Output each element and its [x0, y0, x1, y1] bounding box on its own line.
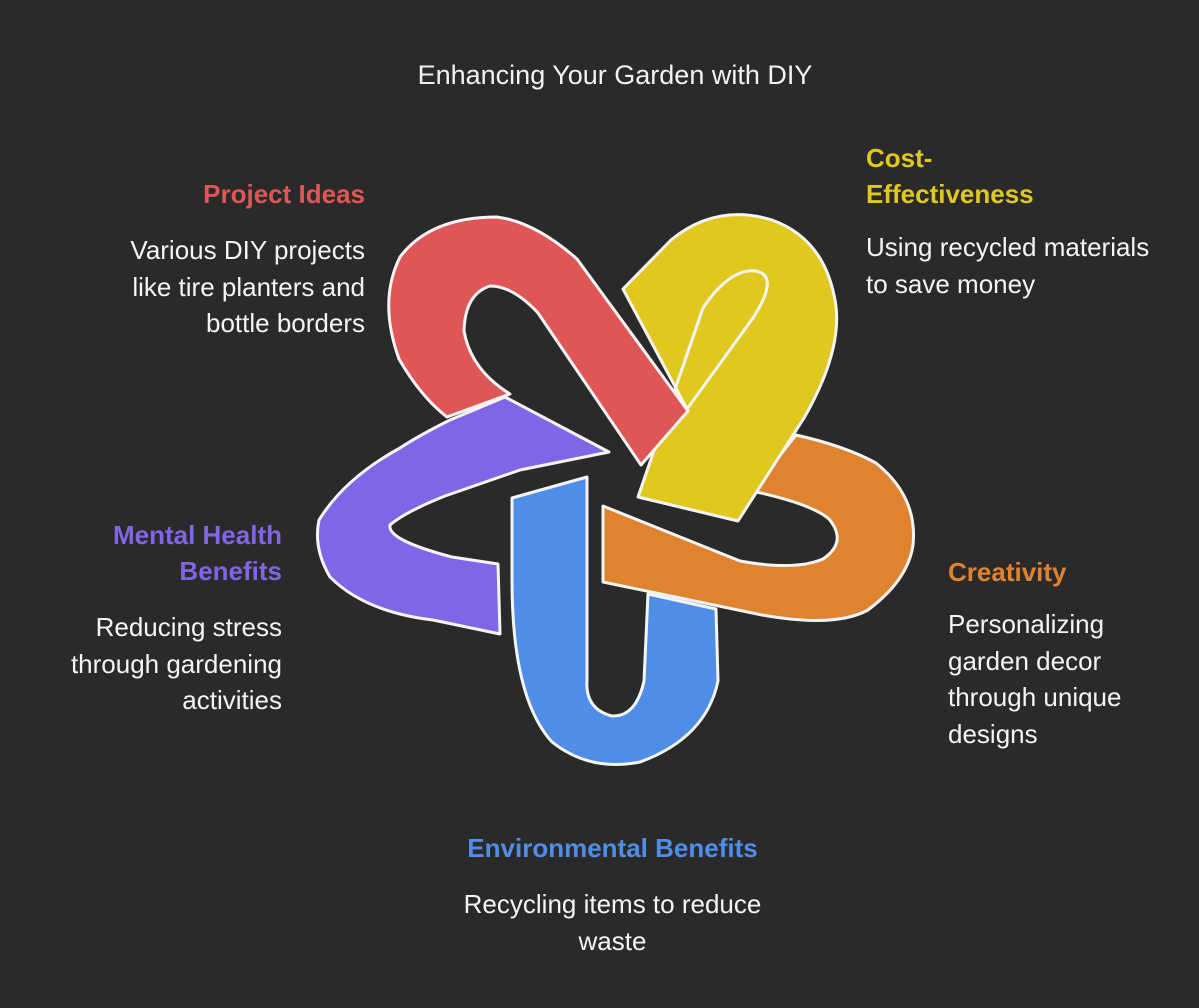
environmental-loop: [510, 475, 720, 766]
environmental-description: Recycling items to reduce waste: [463, 889, 762, 956]
creativity-description: Personalizing garden decor through uniqu…: [948, 609, 1122, 749]
environmental-block: Environmental Benefits Recycling items t…: [460, 830, 765, 959]
mental-health-description: Reducing stress through gardening activi…: [70, 612, 282, 715]
cost-effectiveness-heading: Cost-Effectiveness: [866, 143, 1034, 209]
creativity-loop: [601, 433, 916, 622]
project-ideas-block: Project Ideas Various DIY projects like …: [100, 176, 365, 342]
mental-health-loop: [315, 395, 611, 636]
environmental-heading: Environmental Benefits: [467, 833, 758, 863]
cost-effectiveness-description: Using recycled materials to save money: [866, 232, 1150, 299]
project-ideas-loop: [387, 215, 690, 467]
project-ideas-description: Various DIY projects like tire planters …: [130, 235, 365, 338]
diagram-title: Enhancing Your Garden with DIY: [417, 60, 813, 90]
creativity-block: Creativity Personalizing garden decor th…: [948, 554, 1188, 752]
mental-health-block: Mental Health Benefits Reducing stress t…: [20, 517, 282, 719]
mental-health-heading: Mental Health Benefits: [112, 520, 282, 586]
project-ideas-heading: Project Ideas: [203, 179, 365, 209]
cost-effectiveness-block: Cost-Effectiveness Using recycled materi…: [866, 140, 1166, 302]
cost-loop: [621, 213, 839, 523]
creativity-heading: Creativity: [948, 557, 1067, 587]
